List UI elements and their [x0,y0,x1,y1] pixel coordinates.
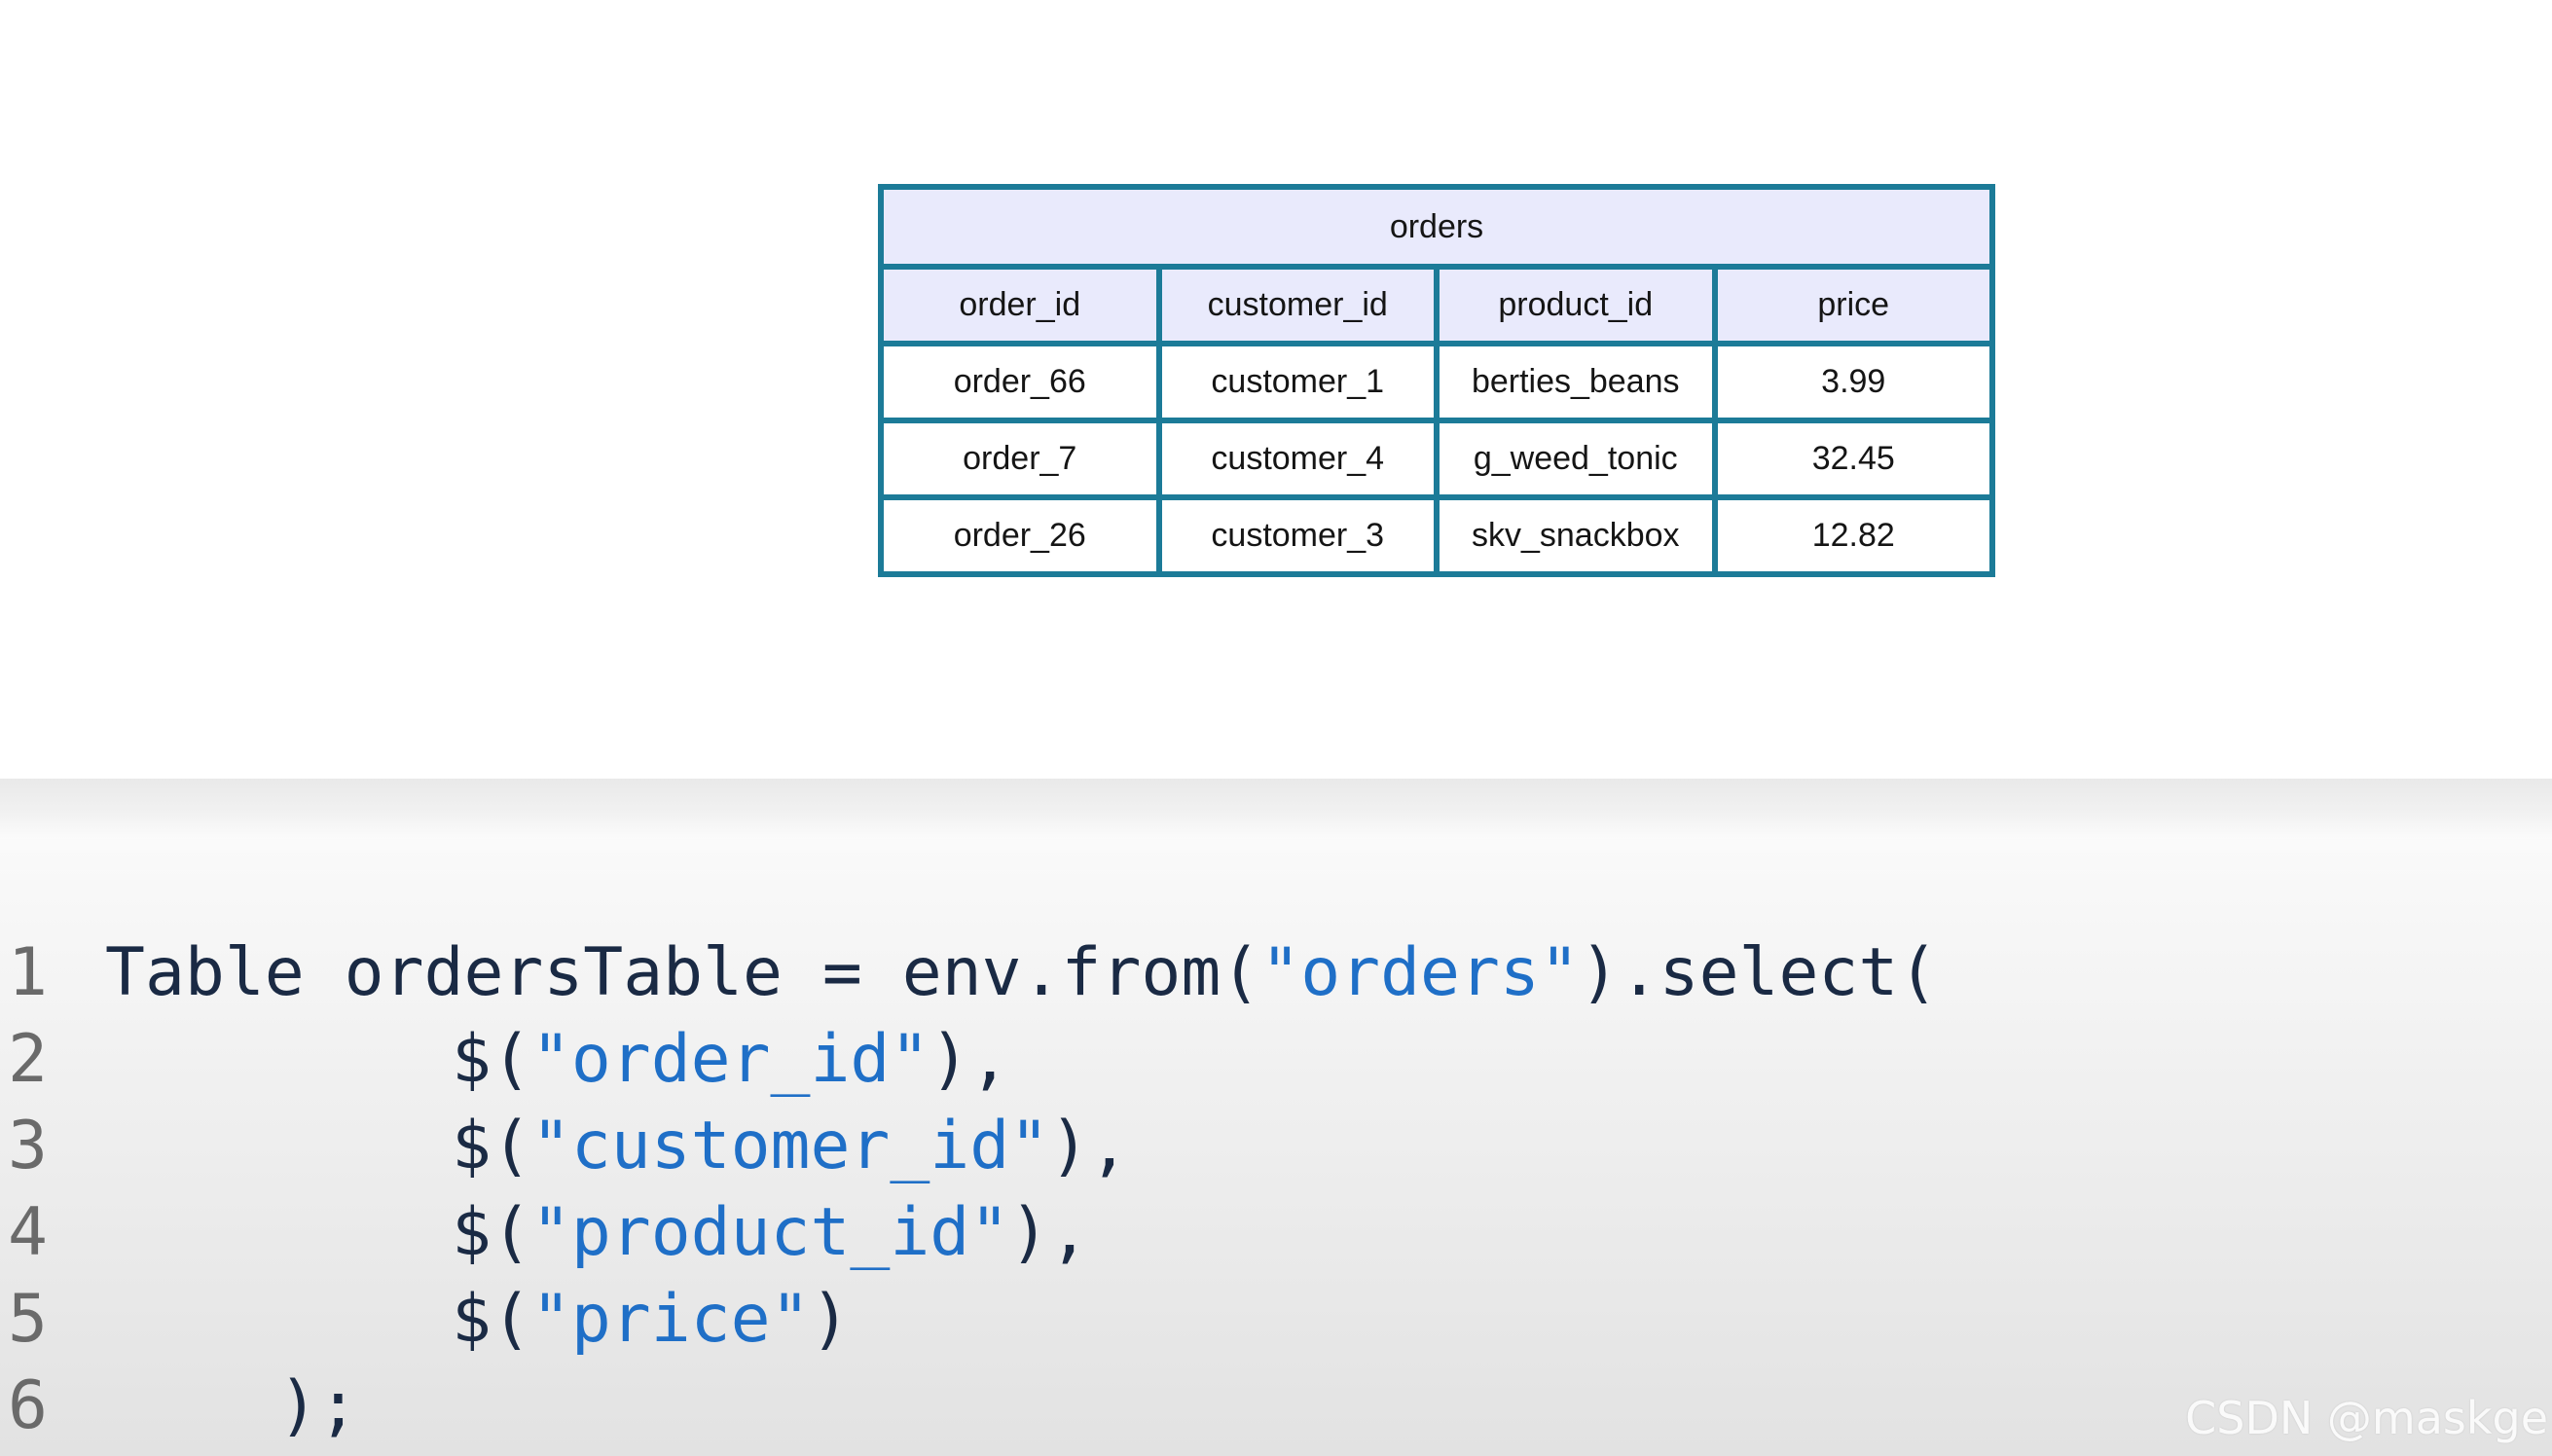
line-number: 2 [8,1021,48,1098]
code-line-1: 1 Table ordersTable = env.from("orders")… [0,929,2552,1016]
cell-order-id: order_7 [878,418,1162,500]
code-token: ), [1009,1194,1090,1271]
table-header-row: order_id customer_id product_id price [878,264,1995,346]
line-number: 3 [8,1108,48,1184]
code-token: $( [452,1281,531,1358]
code-block: 1 Table ordersTable = env.from("orders")… [0,839,2552,1456]
code-token: ); [278,1367,358,1444]
table-row: order_7 customer_4 g_weed_tonic 32.45 [878,418,1995,500]
cell-order-id: order_26 [878,494,1162,577]
table-row: order_66 customer_1 berties_beans 3.99 [878,341,1995,423]
code-token: $( [452,1021,531,1098]
code-token: ), [1049,1108,1129,1184]
code-text: Table ordersTable = env.from("orders").s… [105,929,1938,1016]
code-line-6: 6 ); [0,1363,2552,1449]
table-row: order_26 customer_3 skv_snackbox 12.82 [878,494,1995,577]
code-token: $( [452,1194,531,1271]
code-string: "product_id" [530,1194,1010,1271]
header-product-id: product_id [1434,264,1718,346]
cell-price: 12.82 [1711,494,1995,577]
watermark: CSDN @maskge [2185,1392,2548,1444]
line-number: 1 [8,934,48,1011]
code-text: $("order_id"), [452,1016,1009,1103]
code-token: $( [452,1108,531,1184]
cell-product-id: g_weed_tonic [1434,418,1718,500]
line-number: 4 [8,1194,48,1271]
code-line-4: 4 $("product_id"), [0,1189,2552,1276]
code-string: "price" [530,1281,811,1358]
code-token: ) [810,1281,851,1358]
line-number: 5 [8,1281,48,1358]
code-line-3: 3 $("customer_id"), [0,1103,2552,1189]
header-price: price [1711,264,1995,346]
code-string: "orders" [1260,934,1580,1011]
header-customer-id: customer_id [1155,264,1440,346]
code-text: ); [278,1363,358,1449]
code-string: "customer_id" [530,1108,1050,1184]
cell-order-id: order_66 [878,341,1162,423]
cell-product-id: berties_beans [1434,341,1718,423]
code-text: $("product_id"), [452,1189,1089,1276]
cell-customer-id: customer_3 [1155,494,1440,577]
code-token: ), [930,1021,1010,1098]
section-divider [0,779,2552,839]
code-line-2: 2 $("order_id"), [0,1016,2552,1103]
code-token: Table ordersTable = env.from( [105,934,1261,1011]
table-area: orders order_id customer_id product_id p… [878,184,1995,577]
code-text: $("price") [452,1276,850,1363]
cell-price: 32.45 [1711,418,1995,500]
cell-price: 3.99 [1711,341,1995,423]
header-order-id: order_id [878,264,1162,346]
code-string: "order_id" [530,1021,930,1098]
cell-product-id: skv_snackbox [1434,494,1718,577]
orders-table: orders order_id customer_id product_id p… [878,184,1995,577]
line-number: 6 [8,1367,48,1444]
table-title: orders [878,184,1995,270]
cell-customer-id: customer_4 [1155,418,1440,500]
code-line-5: 5 $("price") [0,1276,2552,1363]
code-text: $("customer_id"), [452,1103,1129,1189]
cell-customer-id: customer_1 [1155,341,1440,423]
code-token: ).select( [1579,934,1939,1011]
